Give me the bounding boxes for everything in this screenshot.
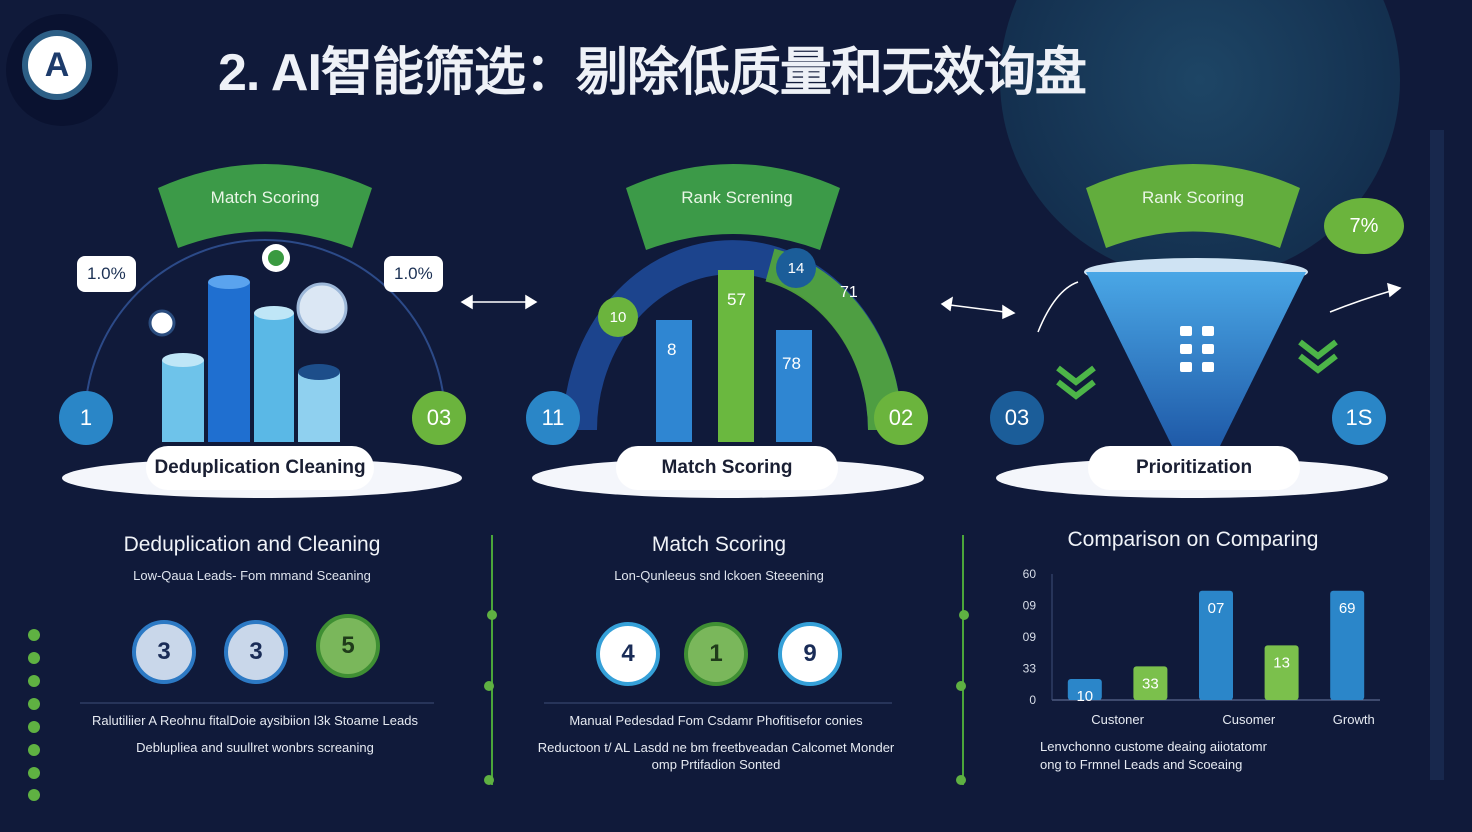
chart-category-label: Custoner: [1091, 712, 1144, 727]
section2-footnote-1: Manual Pedesdad Fom Csdamr Phofitisefor …: [569, 713, 863, 728]
chart-bar: [1264, 645, 1299, 700]
section3-footnote-1: Lenvchonno custome deaing aiiotatomr: [1040, 739, 1267, 754]
chart-bar: [1133, 666, 1168, 700]
section1-footnote-1: Ralutiliier A Reohnu fitalDoie aysibiion…: [92, 713, 418, 728]
chart-y-tick: 09: [1023, 599, 1037, 613]
stage2-left-badge: 11: [526, 391, 580, 445]
stage2-side-badge-2: 14: [776, 248, 816, 288]
chart-bar-label: 33: [1142, 675, 1159, 692]
stage1-pill: Deduplication Cleaning: [146, 446, 374, 490]
stage3-pill: Prioritization: [1088, 446, 1300, 490]
stage2-side-badge-1: 10: [598, 297, 638, 337]
chart-bar: [1330, 590, 1365, 700]
section2-circle-2: 1: [684, 622, 748, 686]
stage3-left-badge: 03: [990, 391, 1044, 445]
chart-bar-label: 07: [1208, 600, 1225, 617]
section2-circle-1: 4: [596, 622, 660, 686]
chart-y-tick: 09: [1023, 630, 1037, 644]
stage1-left-pct: 1.0%: [77, 256, 136, 292]
section1-title: Deduplication and Cleaning: [123, 533, 381, 556]
section3-title: Comparison on Comparing: [1067, 528, 1319, 551]
stage1-arc-label: Match Scoring: [210, 188, 320, 207]
stage2-arc-label: Rank Screning: [681, 188, 793, 207]
stage3-arc-label: Rank Scoring: [1141, 188, 1245, 207]
stage1-right-badge: 03: [412, 391, 466, 445]
stage1-right-pct: 1.0%: [384, 256, 443, 292]
stage2-bar-value-2: 57: [727, 290, 746, 309]
stage1-left-badge: 1: [59, 391, 113, 445]
chart-y-tick: 33: [1023, 662, 1037, 676]
stage2-bar-value-3: 78: [782, 354, 801, 373]
section3-footnote-2: ong to Frmnel Leads and Scoeaing: [1040, 757, 1243, 772]
section2-title: Match Scoring: [651, 533, 787, 556]
chart-bar-label: 13: [1273, 654, 1290, 671]
stage3-right-badge: 1S: [1332, 391, 1386, 445]
chart-bar: [1199, 590, 1233, 700]
section1-circle-2: 3: [224, 620, 288, 684]
stage2-pill: Match Scoring: [616, 446, 838, 490]
page-title: 2. AI智能筛选：剔除低质量和无效询盘: [218, 44, 1087, 102]
section2-subtitle: Lon-Qunleeus snd lckoen Steeening: [614, 568, 824, 583]
chart-category-label: Growth: [1333, 712, 1375, 727]
stage3-pct-bubble: 7%: [1324, 198, 1404, 254]
section2-footnote-3: omp Prtifadion Sonted: [651, 757, 781, 772]
section1-circle-3: 5: [316, 614, 380, 678]
logo-letter: A: [44, 45, 70, 84]
section2-footnote-2: Reductoon t/ AL Lasdd ne bm freetbveadan…: [537, 740, 895, 755]
brand-logo: A: [22, 30, 92, 100]
chart-bar-label: 10: [1076, 688, 1093, 705]
stage2-bar-value-1: 8: [667, 340, 677, 359]
chart-y-tick: 0: [1029, 693, 1036, 707]
section1-footnote-2: Deblupliea and suullret wonbrs screaning: [136, 740, 374, 755]
chart-category-label: Cusomer: [1222, 712, 1275, 727]
stage2-right-badge: 02: [874, 391, 928, 445]
chart-bar-label: 69: [1339, 600, 1356, 617]
section1-circle-1: 3: [132, 620, 196, 684]
chart-bar: [1067, 679, 1102, 700]
stage2-side-value-3: 71: [840, 284, 858, 301]
section2-circle-3: 9: [778, 622, 842, 686]
chart-y-tick: 60: [1023, 567, 1037, 581]
section1-subtitle: Low-Qaua Leads- Fom mmand Sceaning: [133, 568, 371, 583]
